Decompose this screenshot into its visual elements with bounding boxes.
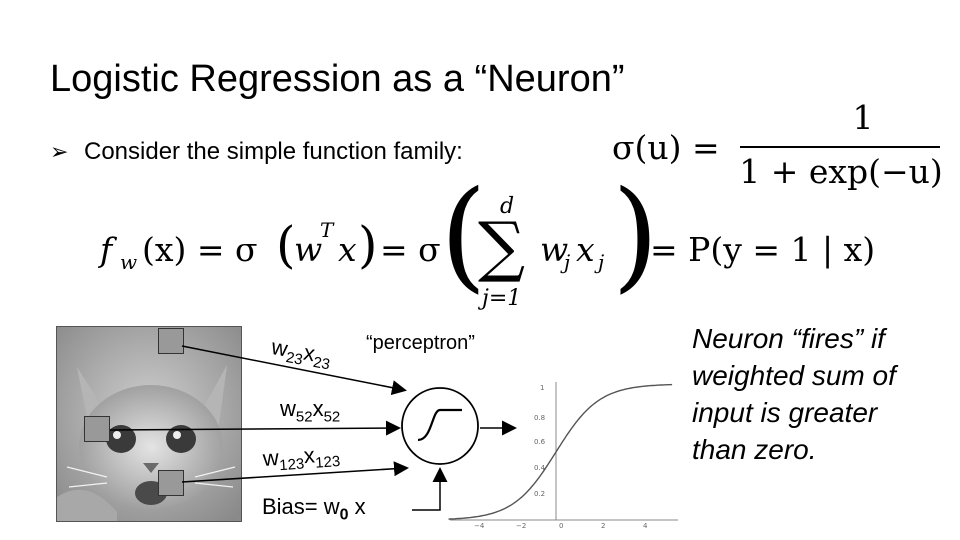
neuron-node xyxy=(401,387,479,465)
formula-rhs: = P(y = 1 | x) xyxy=(650,230,876,269)
formula-wT: w xyxy=(294,230,323,269)
formula-T-sup: T xyxy=(320,218,334,242)
bias-edge xyxy=(412,467,448,511)
formula-eq-sigma: = σ xyxy=(380,230,441,269)
graph-ytick-1: 1 xyxy=(540,384,544,392)
pixel-patch-23 xyxy=(158,328,184,354)
graph-xtick-0: 0 xyxy=(559,522,563,528)
sigmoid-formula: σ(u) = 1 1 + exp(−u) xyxy=(612,98,943,194)
formula-wj-sub: j xyxy=(564,250,571,274)
formula-x: x xyxy=(338,230,357,269)
model-formula: f w (x) = σ ( w T x ) = σ ( d ∑ j=1 w j … xyxy=(100,166,890,318)
neuron-description: Neuron “fires” if weighted sum of input … xyxy=(692,323,896,465)
formula-xj: x xyxy=(576,230,595,269)
bullet-item: ➢ Consider the simple function family: xyxy=(50,138,463,166)
perceptron-label: “perceptron” xyxy=(366,332,475,354)
graph-ytick-02: 0.2 xyxy=(534,490,545,498)
sigmoid-denominator: 1 + exp(−u) xyxy=(739,152,943,191)
edge-52 xyxy=(109,420,401,436)
sigmoid-icon xyxy=(417,408,462,442)
kitten-image xyxy=(56,326,242,522)
graph-xtick-m4: −4 xyxy=(474,522,485,528)
paren-close-small: ) xyxy=(358,216,378,274)
sigmoid-numerator: 1 xyxy=(852,98,874,137)
label-w52x52: w52x52 xyxy=(280,396,341,426)
graph-ytick-06: 0.6 xyxy=(534,438,546,446)
bias-label: Bias= w0 x xyxy=(262,494,366,524)
formula-f: f xyxy=(100,230,113,269)
sum-lower-limit: j=1 xyxy=(482,286,522,311)
graph-ytick-08: 0.8 xyxy=(534,414,545,422)
graph-sigmoid-curve xyxy=(448,383,673,520)
fraction-bar xyxy=(740,146,940,148)
kitten-picture xyxy=(57,327,241,521)
paren-open-big: ( xyxy=(440,166,487,305)
sigmoid-graph: 1 0.8 0.6 0.4 0.2 −4 −2 0 2 4 xyxy=(448,382,678,528)
formula-w-sub: w xyxy=(120,250,138,274)
arrow-bullet-icon: ➢ xyxy=(50,140,69,165)
sum-symbol: ∑ xyxy=(478,208,526,285)
slide-title: Logistic Regression as a “Neuron” xyxy=(50,58,625,100)
bullet-text: Consider the simple function family: xyxy=(84,138,463,165)
label-w123x123: w123x123 xyxy=(262,442,341,475)
edge-123 xyxy=(181,461,409,483)
pixel-patch-52 xyxy=(84,416,110,442)
sum-upper-limit: d xyxy=(500,194,515,219)
sigmoid-lhs: σ(u) = xyxy=(612,128,720,167)
paren-close-big: ) xyxy=(612,166,659,305)
formula-x-arg: (x) = σ xyxy=(142,230,258,269)
graph-xtick-2: 2 xyxy=(601,522,605,528)
formula-xj-sub: j xyxy=(598,250,605,274)
formula-wj: w xyxy=(540,230,569,269)
paren-open-small: ( xyxy=(276,216,296,274)
edge-23 xyxy=(181,345,407,396)
graph-ytick-04: 0.4 xyxy=(534,464,546,472)
pixel-patch-123 xyxy=(158,470,184,496)
graph-xtick-4: 4 xyxy=(643,522,648,528)
graph-xtick-m2: −2 xyxy=(516,522,526,528)
